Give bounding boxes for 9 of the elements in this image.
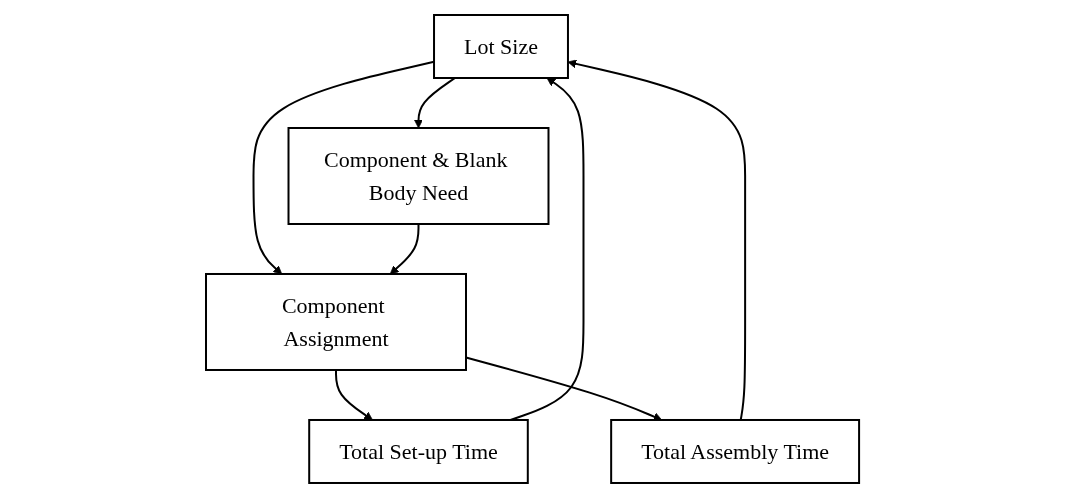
node-box: Component Assignment [205,272,468,371]
arrow [335,368,374,420]
node-box: Component & Blank Body Need [287,126,550,225]
node-box: Total Assembly Time [610,418,861,484]
node-box: Lot Size [433,13,570,79]
arrow [414,76,457,128]
arrow [390,222,420,274]
node-box: Total Set-up Time [308,418,530,484]
arrow [568,59,747,421]
